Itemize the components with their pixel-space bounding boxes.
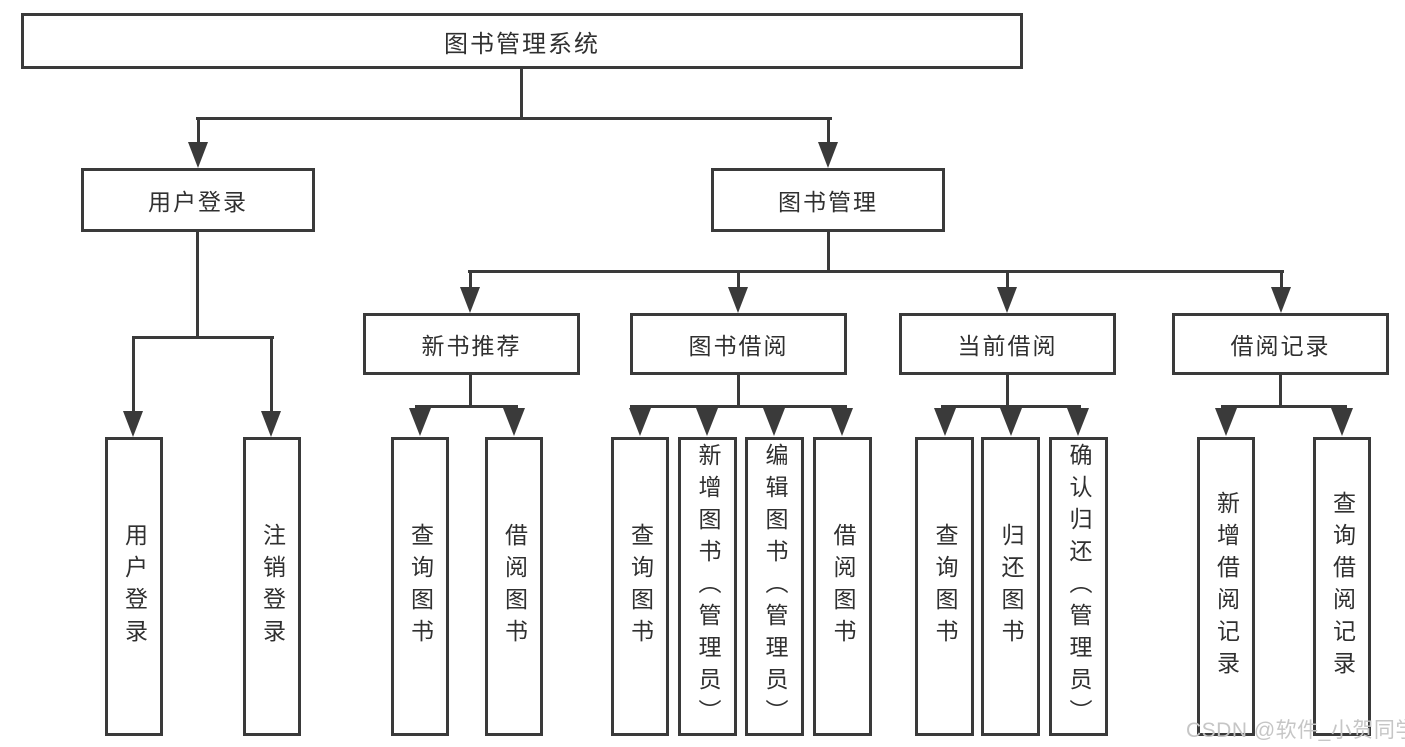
node-borrowing-records: 借阅记录 [1172, 313, 1389, 375]
connector-line [469, 375, 472, 407]
node-leaf-confirm-return-admin: 确认归还（管理员） [1049, 437, 1108, 736]
connector-line [1279, 375, 1282, 407]
arrow-down-icon [818, 142, 838, 168]
node-leaf-logout: 注销登录 [243, 437, 301, 736]
connector-line [1280, 272, 1283, 290]
node-leaf-query-borrow-record: 查询借阅记录 [1313, 437, 1371, 736]
connector-line [1006, 272, 1009, 290]
connector-line [1221, 405, 1347, 408]
node-leaf-user-login: 用户登录 [105, 437, 163, 736]
node-label: 借阅图书 [830, 522, 856, 651]
node-label: 归还图书 [998, 522, 1024, 651]
arrow-down-icon [409, 408, 431, 436]
node-book-borrowing: 图书借阅 [630, 313, 847, 375]
arrow-down-icon [460, 287, 480, 313]
node-label: 新书推荐 [421, 333, 522, 359]
node-label: 借阅记录 [1230, 333, 1331, 359]
node-label: 用户登录 [121, 522, 148, 651]
arrow-down-icon [1215, 408, 1237, 436]
connector-line [196, 117, 832, 120]
node-label: 图书管理系统 [444, 30, 600, 58]
node-leaf-edit-books-admin: 编辑图书（管理员） [745, 437, 804, 736]
arrow-down-icon [1067, 408, 1089, 436]
arrow-down-icon [188, 142, 208, 168]
connector-line [1006, 375, 1009, 407]
connector-line [270, 338, 273, 414]
node-new-book-recommendation: 新书推荐 [363, 313, 580, 375]
node-label: 查询图书 [932, 522, 958, 651]
arrow-down-icon [934, 408, 956, 436]
node-label: 用户登录 [148, 189, 248, 215]
node-leaf-query-books-recommend: 查询图书 [391, 437, 449, 736]
arrow-down-icon [629, 408, 651, 436]
arrow-down-icon [261, 411, 281, 437]
node-label: 编辑图书（管理员） [762, 442, 788, 731]
arrow-down-icon [1000, 408, 1022, 436]
connector-line [630, 405, 847, 408]
connector-line [196, 232, 199, 338]
arrow-down-icon [997, 287, 1017, 313]
connector-line [941, 405, 1081, 408]
node-label: 查询图书 [407, 522, 434, 651]
connector-line [827, 232, 830, 272]
node-leaf-borrow-books-recommend: 借阅图书 [485, 437, 543, 736]
node-label: 注销登录 [259, 522, 286, 651]
connector-line [737, 272, 740, 290]
node-label: 新增借阅记录 [1213, 490, 1240, 683]
node-label: 查询图书 [627, 522, 654, 651]
node-label: 查询借阅记录 [1329, 490, 1356, 683]
connector-line [827, 119, 830, 146]
arrow-down-icon [503, 408, 525, 436]
arrow-down-icon [1271, 287, 1291, 313]
node-label: 借阅图书 [501, 522, 528, 651]
arrow-down-icon [763, 408, 785, 436]
node-label: 图书管理 [778, 189, 878, 215]
connector-line [520, 69, 523, 119]
arrow-down-icon [696, 408, 718, 436]
connector-line [737, 375, 740, 407]
node-leaf-add-borrow-record: 新增借阅记录 [1197, 437, 1255, 736]
node-label: 当前借阅 [957, 333, 1058, 359]
node-book-management: 图书管理 [711, 168, 945, 232]
node-user-login: 用户登录 [81, 168, 315, 232]
connector-line [468, 270, 1284, 273]
node-leaf-return-books: 归还图书 [981, 437, 1040, 736]
connector-line [132, 338, 135, 414]
connector-line [415, 405, 518, 408]
node-label: 新增图书（管理员） [695, 442, 721, 731]
node-label: 图书借阅 [688, 333, 789, 359]
node-leaf-query-books-current: 查询图书 [915, 437, 974, 736]
connector-line [197, 119, 200, 146]
node-label: 确认归还（管理员） [1066, 442, 1092, 731]
connector-line [132, 336, 274, 339]
arrow-down-icon [728, 287, 748, 313]
node-leaf-query-books-borrow: 查询图书 [611, 437, 669, 736]
node-leaf-borrow-books: 借阅图书 [813, 437, 872, 736]
node-library-system: 图书管理系统 [21, 13, 1023, 69]
node-leaf-add-books-admin: 新增图书（管理员） [678, 437, 737, 736]
arrow-down-icon [831, 408, 853, 436]
arrow-down-icon [123, 411, 143, 437]
watermark-text: CSDN @软件_小贺同学 [1186, 719, 1405, 742]
node-current-borrowing: 当前借阅 [899, 313, 1116, 375]
arrow-down-icon [1331, 408, 1353, 436]
connector-line [469, 272, 472, 290]
